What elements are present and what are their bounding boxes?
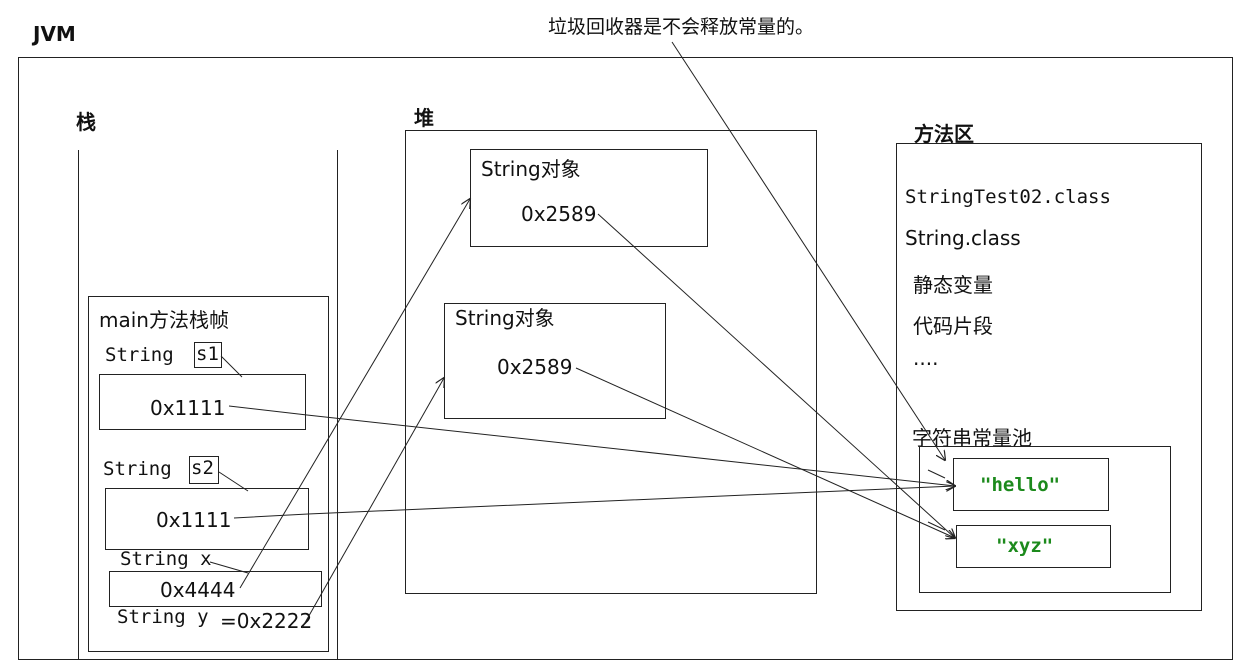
y-value: =0x2222 [220,609,313,633]
code-segments: 代码片段 [913,314,993,338]
const-hello: "hello" [980,474,1061,496]
stack-left-wall [78,150,79,660]
heap-object-2-title: String对象 [455,306,555,330]
ellipsis: .... [913,346,939,370]
s2-value: 0x1111 [156,508,232,532]
s1-type: String [105,344,174,366]
class-stringtest02: StringTest02.class [905,186,1111,208]
main-frame-title: main方法栈帧 [99,308,229,332]
stack-title: 栈 [76,110,96,134]
gc-note: 垃圾回收器是不会释放常量的。 [548,16,815,38]
s2-name: s2 [189,456,219,484]
jvm-container [18,57,1233,660]
class-string: String.class [905,226,1021,250]
x-decl: String x [120,548,212,570]
y-decl: String y [117,606,209,628]
s1-value: 0x1111 [150,396,226,420]
heap-title: 堆 [414,106,434,130]
const-xyz: "xyz" [996,535,1054,557]
heap-object-1-title: String对象 [481,157,581,181]
heap-object-2-value: 0x2589 [497,355,573,379]
stack-right-wall [337,150,338,660]
s2-type: String [103,458,172,480]
jvm-title: JVM [33,22,76,46]
static-variables: 静态变量 [913,273,993,297]
s1-name: s1 [194,342,222,368]
const-xyz-box [956,525,1111,568]
heap-object-1-value: 0x2589 [521,202,597,226]
x-value: 0x4444 [160,578,236,602]
